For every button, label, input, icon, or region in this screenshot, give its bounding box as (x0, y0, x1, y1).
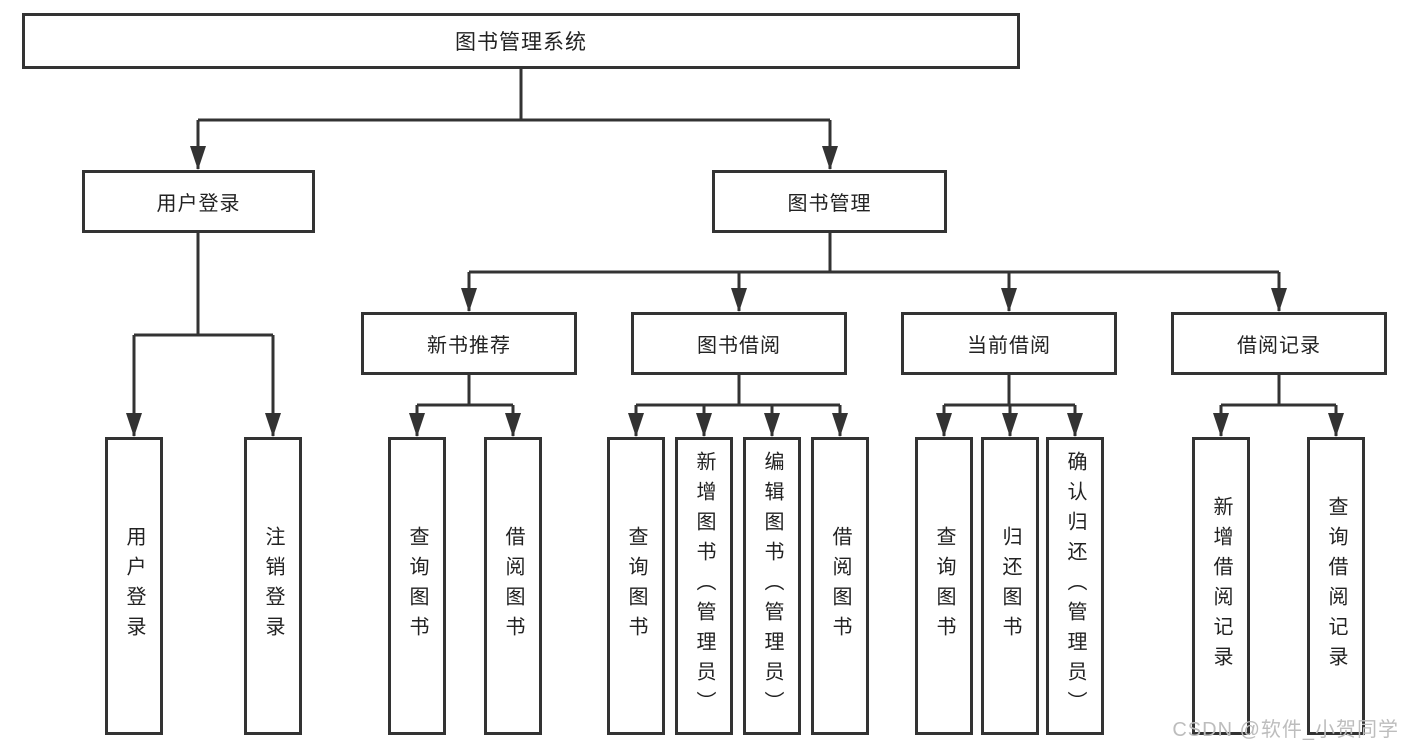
leaf-logout: 注销登录 (244, 437, 302, 735)
leaf-borrow-books-recommend: 借阅图书 (484, 437, 542, 735)
leaf-return-books: 归还图书 (981, 437, 1039, 735)
leaf-edit-book-admin: 编辑图书（管理员） (743, 437, 801, 735)
csdn-watermark: CSDN @软件_小贺同学 (1172, 719, 1399, 741)
leaf-add-borrow-record: 新增借阅记录 (1192, 437, 1250, 735)
node-new-book-recommend: 新书推荐 (361, 312, 577, 375)
leaf-query-borrow-record: 查询借阅记录 (1307, 437, 1365, 735)
leaf-add-book-admin: 新增图书（管理员） (675, 437, 733, 735)
leaf-confirm-return-admin: 确认归还（管理员） (1046, 437, 1104, 735)
node-book-borrowing: 图书借阅 (631, 312, 847, 375)
node-library-management-system: 图书管理系统 (22, 13, 1020, 69)
leaf-query-books-recommend: 查询图书 (388, 437, 446, 735)
leaf-borrow-books: 借阅图书 (811, 437, 869, 735)
node-book-management: 图书管理 (712, 170, 947, 233)
leaf-user-login: 用户登录 (105, 437, 163, 735)
node-borrowing-records: 借阅记录 (1171, 312, 1387, 375)
leaf-query-books-current: 查询图书 (915, 437, 973, 735)
leaf-query-books-borrowing: 查询图书 (607, 437, 665, 735)
node-current-borrowing: 当前借阅 (901, 312, 1117, 375)
node-user-login: 用户登录 (82, 170, 315, 233)
